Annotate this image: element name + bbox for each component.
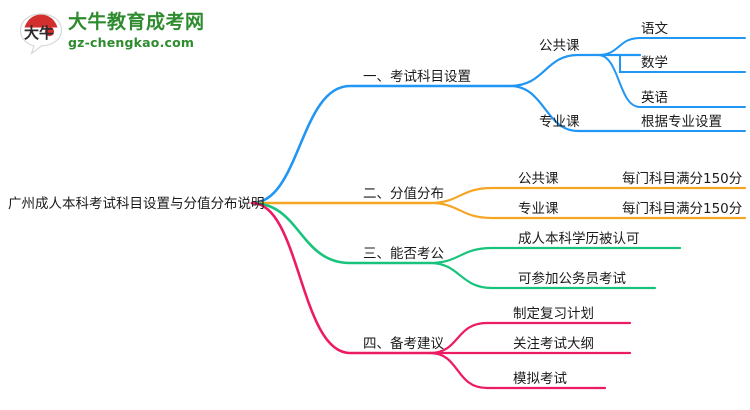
branch-1-link-gongkongke: [508, 53, 642, 88]
leaf-chengren-renke[interactable]: 成人本科学历被认可: [518, 231, 640, 247]
branch-1-link-yingyu: [597, 54, 746, 108]
branch-2-child-2-label[interactable]: 专业课: [518, 201, 559, 217]
branch-4-link-1: [428, 321, 632, 355]
branch-4-trunk: [250, 201, 432, 355]
logo-red-cap: [24, 14, 58, 28]
root-node-label[interactable]: 广州成人本科考试科目设置与分值分布说明: [8, 196, 265, 212]
logo-mark-icon: 大牛: [19, 13, 63, 56]
branch-group-1: 一、考试科目设置 公共课 专业课 语文 数学 英语 根据专业设置: [250, 21, 746, 205]
leaf-kaoshi-dagang[interactable]: 关注考试大纲: [513, 336, 594, 352]
leaf-moni-kaoshi[interactable]: 模拟考试: [513, 371, 567, 387]
leaf-score-zhuanyeke[interactable]: 每门科目满分150分: [622, 201, 742, 217]
branch-2-child-1-label[interactable]: 公共课: [518, 171, 559, 187]
branch-1-child-2-label[interactable]: 专业课: [539, 114, 580, 130]
branch-1-link-zhuanyeke: [508, 84, 642, 133]
branch-3-link-2: [428, 261, 657, 290]
branch-1-child-1-label[interactable]: 公共课: [539, 38, 580, 54]
leaf-gongwuyuan-kaoshi[interactable]: 可参加公务员考试: [518, 270, 626, 287]
leaf-shuxue[interactable]: 数学: [641, 55, 668, 71]
branch-3-trunk: [250, 201, 432, 265]
branch-4-label[interactable]: 四、备考建议: [363, 335, 444, 352]
branch-group-2: 二、分值分布 公共课 专业课 每门科目满分150分 每门科目满分150分: [250, 171, 747, 220]
leaf-genju-zhuanye[interactable]: 根据专业设置: [641, 114, 722, 130]
logo-red-seal: [44, 26, 55, 37]
branch-group-3: 三、能否考公 成人本科学历被认可 可参加公务员考试: [250, 201, 682, 290]
branch-1-link-shuxue: [597, 54, 746, 73]
branch-group-4: 四、备考建议 制定复习计划 关注考试大纲 模拟考试: [250, 201, 632, 390]
leaf-score-gongkongke[interactable]: 每门科目满分150分: [622, 171, 742, 187]
leaf-yuwen[interactable]: 语文: [641, 21, 669, 37]
branch-3-link-1: [428, 246, 682, 265]
leaf-yingyu[interactable]: 英语: [641, 89, 668, 106]
branch-1-trunk: [250, 84, 512, 205]
leaf-fuxi-jihua[interactable]: 制定复习计划: [513, 305, 594, 322]
branch-3-label[interactable]: 三、能否考公: [363, 246, 444, 262]
branch-2-link-zhuanyeke: [428, 201, 747, 220]
branch-1-label[interactable]: 一、考试科目设置: [363, 69, 471, 85]
brand-url: gz-chengkao.com: [68, 35, 195, 50]
branch-2-label[interactable]: 二、分值分布: [363, 186, 444, 202]
logo-mark-text: 大牛: [24, 24, 54, 42]
brand-text-group: 大牛教育成考网 gz-chengkao.com: [68, 11, 208, 51]
branch-1-link-yuwen: [597, 37, 746, 56]
branch-4-link-3: [428, 351, 607, 390]
brand-name: 大牛教育成考网: [68, 11, 205, 33]
site-logo: 大牛 大牛教育成考网 gz-chengkao.com: [12, 8, 212, 60]
